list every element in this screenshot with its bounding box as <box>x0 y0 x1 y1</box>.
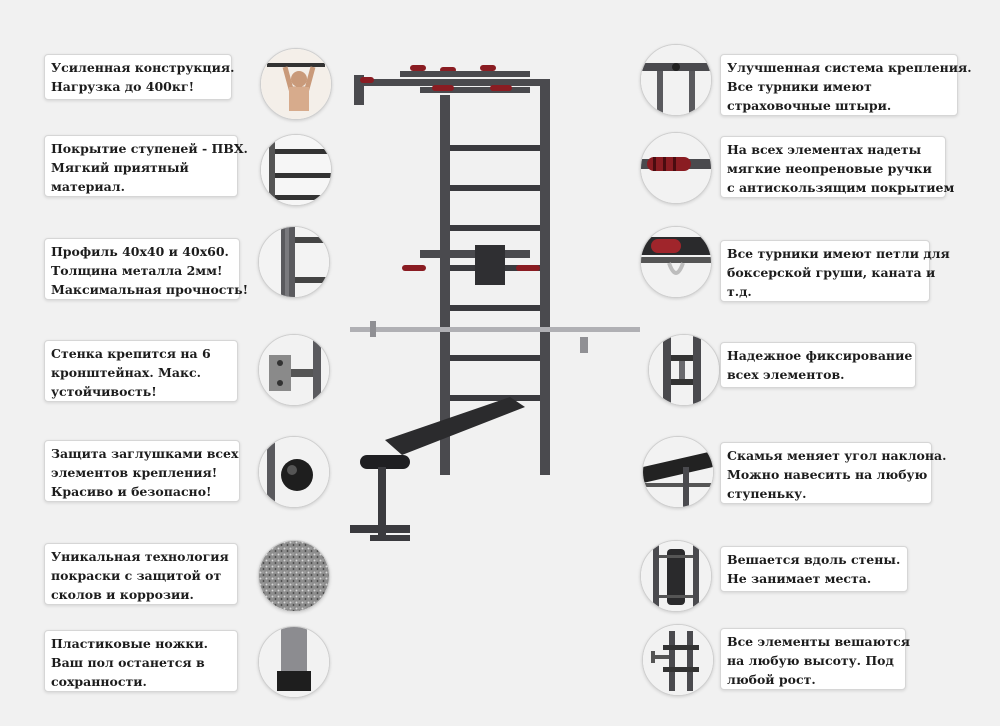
feature-box-paint: Уникальная технология покраски с защитой… <box>44 543 238 605</box>
feature-line: мягкие неопреновые ручки <box>727 161 932 176</box>
feature-line: Уникальная технология <box>51 549 229 564</box>
feature-line: всех элементов. <box>727 367 845 382</box>
feature-line: Мягкий приятный <box>51 160 189 175</box>
feature-line: На всех элементах надеты <box>727 142 922 157</box>
feature-line: Усиленная конструкция. <box>51 60 235 75</box>
paint-texture-icon <box>258 540 330 612</box>
feature-box-feet: Пластиковые ножки. Ваш пол останется в с… <box>44 630 238 692</box>
wall-bracket-icon <box>258 334 330 406</box>
feature-box-pvc-steps: Покрытие ступеней - ПВХ. Мягкий приятный… <box>44 135 248 197</box>
plastic-foot-icon <box>258 626 330 698</box>
feature-line: Покрытие ступеней - ПВХ. <box>51 141 248 156</box>
feature-line: Нагрузка до 400кг! <box>51 79 195 94</box>
feature-box-loops: Все турники имеют петли для боксерской г… <box>720 240 950 302</box>
feature-line: Защита заглушками всех <box>51 446 239 461</box>
feature-line: материал. <box>51 179 125 194</box>
feature-line: любой рост. <box>727 672 816 687</box>
feature-line: Не занимает места. <box>727 571 872 586</box>
wall-bars-machine <box>350 65 640 541</box>
feature-line: сохранности. <box>51 674 147 689</box>
feature-line: Можно навесить на любую <box>727 467 928 482</box>
bench-incline-icon <box>642 436 714 508</box>
mount-pins-icon <box>640 44 712 116</box>
feature-box-grips: На всех элементах надеты мягкие неопрено… <box>720 136 955 198</box>
feature-line: боксерской груши, каната и <box>727 265 936 280</box>
feature-box-fixing: Надежное фиксирование всех элементов. <box>720 342 916 388</box>
feature-line: Максимальная прочность! <box>51 282 249 297</box>
pullup-person-icon <box>260 48 332 120</box>
feature-line: Улучшенная система крепления. <box>727 60 972 75</box>
feature-line: с антискользящим покрытием <box>727 180 955 195</box>
feature-line: Все турники имеют петли для <box>727 246 950 261</box>
feature-line: покраски с защитой от <box>51 568 222 583</box>
feature-line: сколов и коррозии. <box>51 587 194 602</box>
feature-box-brackets: Стенка крепится на 6 кронштейнах. Макс. … <box>44 340 238 402</box>
feature-box-profile: Профиль 40х40 и 40х60. Толщина металла 2… <box>44 238 249 300</box>
feature-line: Надежное фиксирование <box>727 348 913 363</box>
feature-line: страховочные штыри. <box>727 98 892 113</box>
feature-box-wall-hang: Вешается вдоль стены. Не занимает места. <box>720 546 908 592</box>
feature-box-mounting: Улучшенная система крепления. Все турник… <box>720 54 972 116</box>
end-cap-icon <box>258 436 330 508</box>
pvc-steps-icon <box>260 134 332 206</box>
feature-line: элементов крепления! <box>51 465 218 480</box>
feature-line: Толщина металла 2мм! <box>51 263 223 278</box>
feature-line: Красиво и безопасно! <box>51 484 212 499</box>
feature-box-any-height: Все элементы вешаются на любую высоту. П… <box>720 628 911 690</box>
feature-line: устойчивость! <box>51 384 157 399</box>
feature-line: Ваш пол останется в <box>51 655 205 670</box>
feature-box-bench-angle: Скамья меняет угол наклона. Можно навеси… <box>720 442 947 504</box>
feature-line: Скамья меняет угол наклона. <box>727 448 947 463</box>
feature-line: Профиль 40х40 и 40х60. <box>51 244 229 259</box>
wall-hang-icon <box>640 540 712 612</box>
feature-line: т.д. <box>727 284 752 299</box>
hanging-loop-icon <box>640 226 712 298</box>
feature-box-reinforced: Усиленная конструкция. Нагрузка до 400кг… <box>44 54 235 100</box>
feature-line: Все элементы вешаются <box>727 634 911 649</box>
feature-line: Стенка крепится на 6 <box>51 346 211 361</box>
feature-line: ступеньку. <box>727 486 807 501</box>
neoprene-grip-icon <box>640 132 712 204</box>
fixing-clamp-icon <box>648 334 720 406</box>
feature-line: Все турники имеют <box>727 79 872 94</box>
steel-profile-icon <box>258 226 330 298</box>
feature-box-caps: Защита заглушками всех элементов креплен… <box>44 440 240 502</box>
feature-line: Вешается вдоль стены. <box>727 552 901 567</box>
feature-line: на любую высоту. Под <box>727 653 894 668</box>
feature-line: Пластиковые ножки. <box>51 636 208 651</box>
feature-line: кронштейнах. Макс. <box>51 365 201 380</box>
height-adjust-icon <box>642 624 714 696</box>
